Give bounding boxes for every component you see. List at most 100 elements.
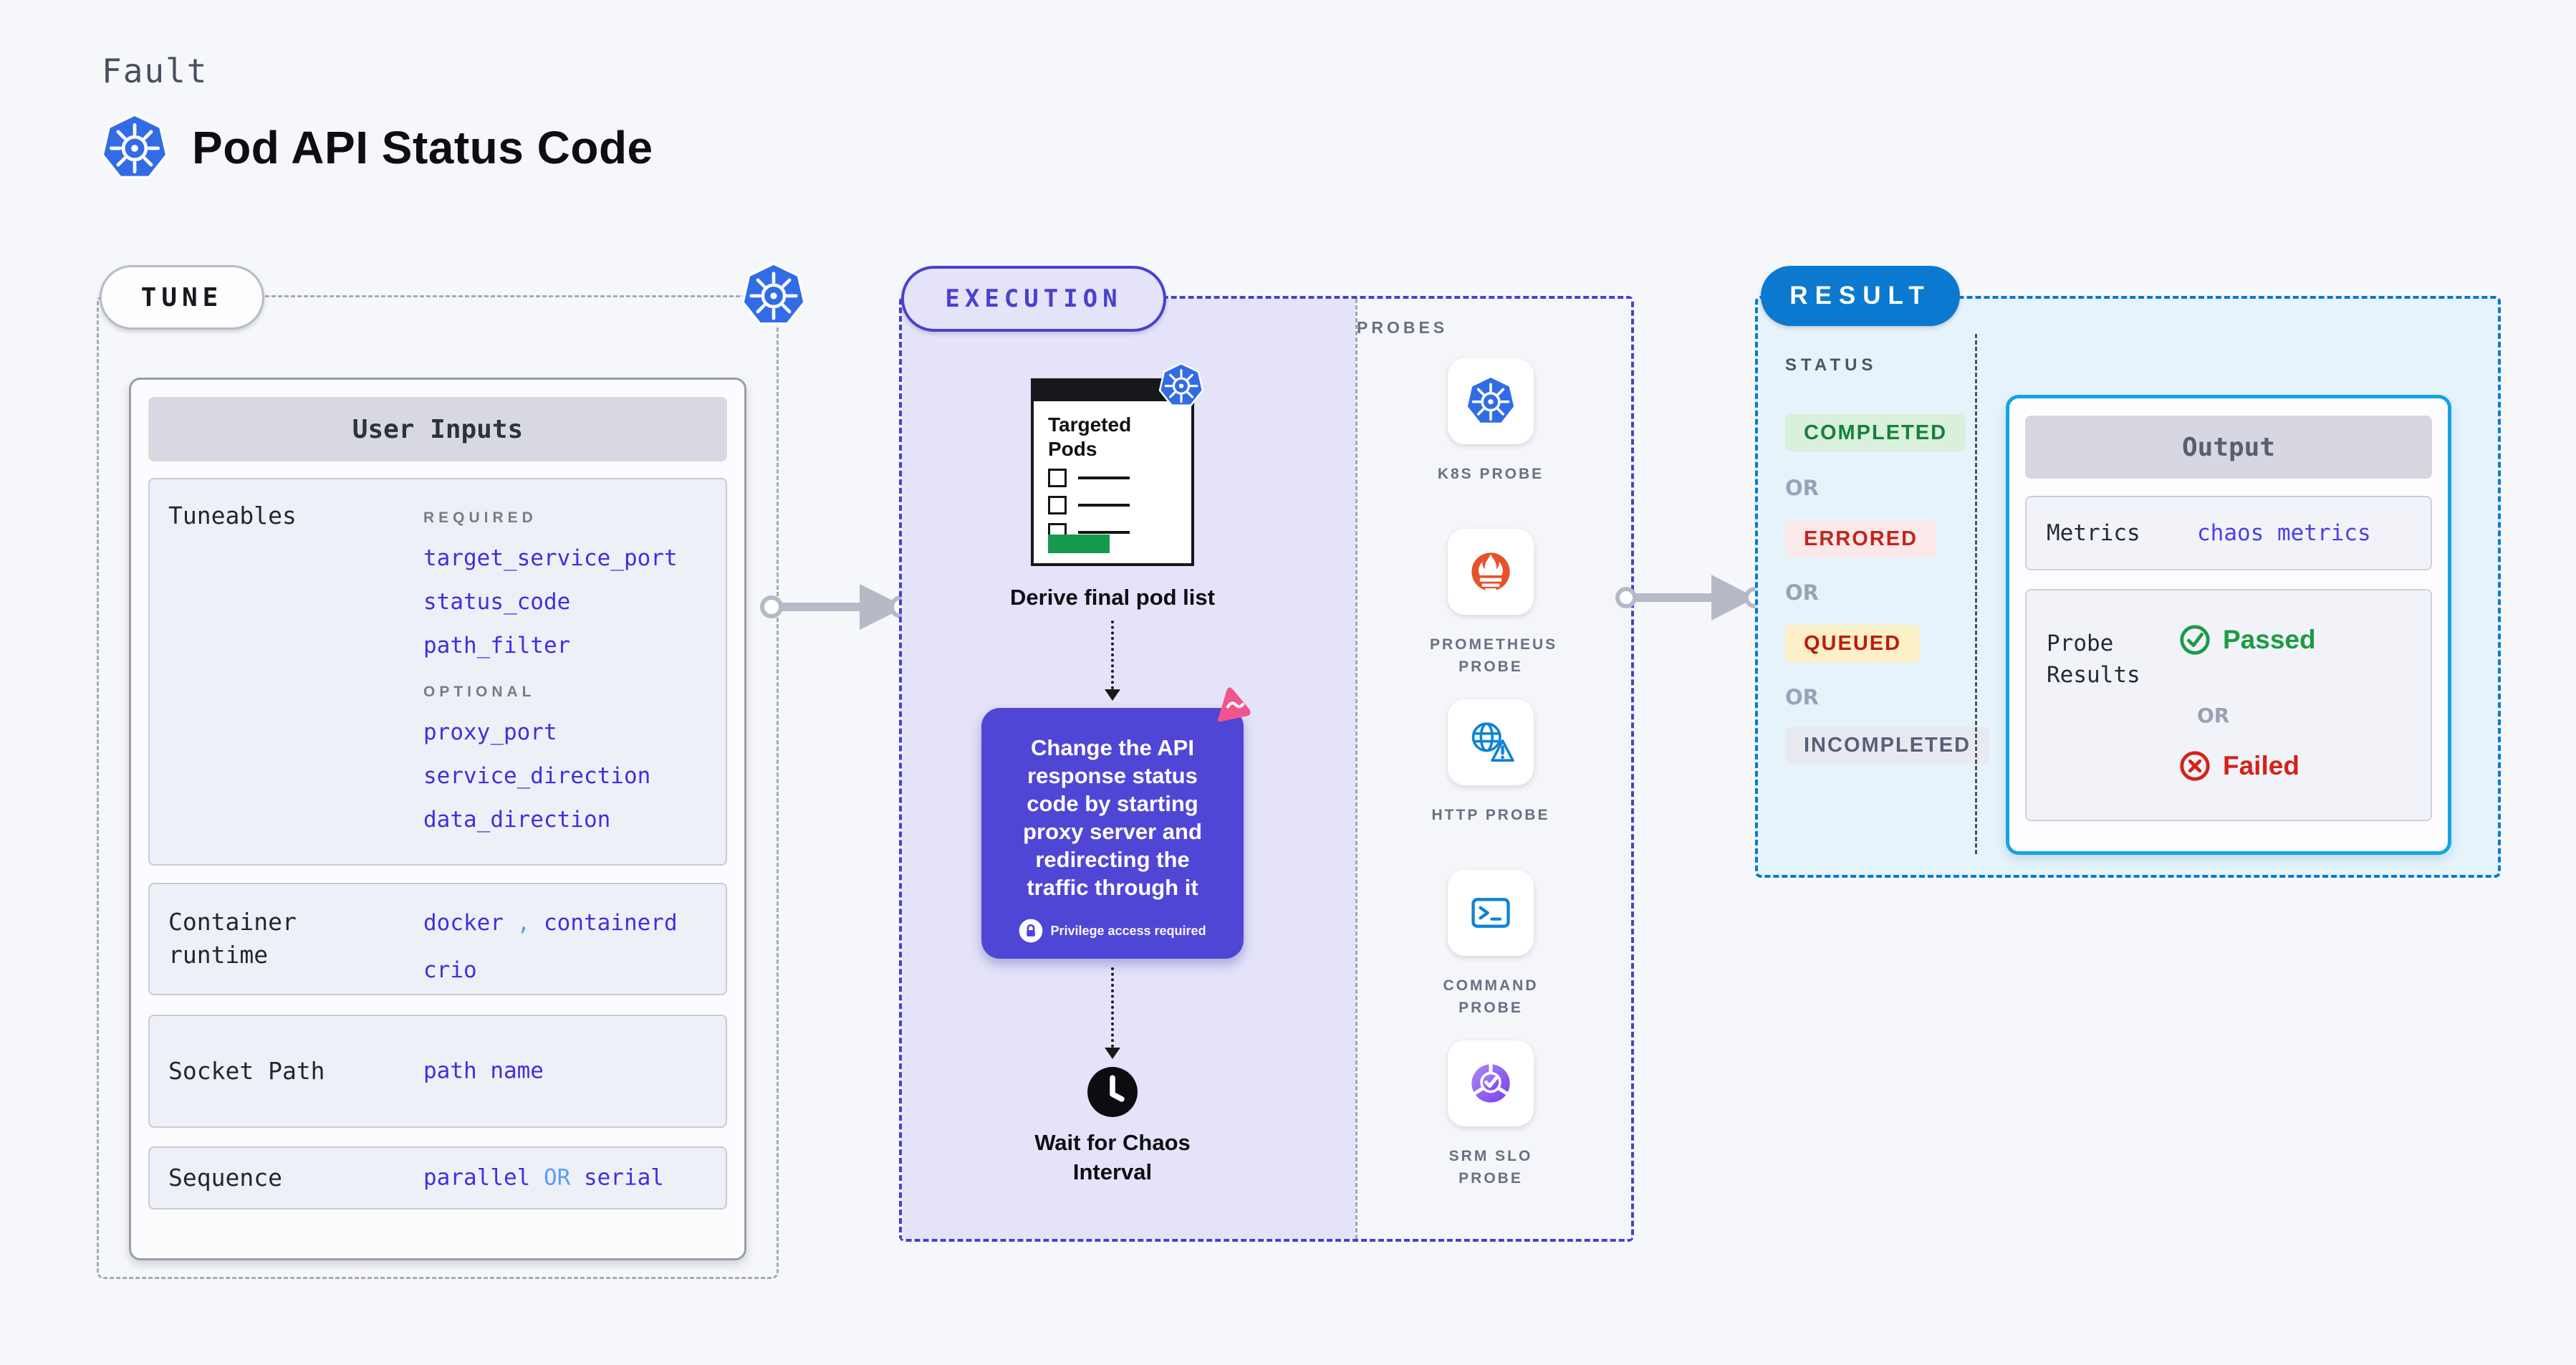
prometheus-icon bbox=[1471, 552, 1510, 593]
probe-label: HTTP PROBE bbox=[1431, 807, 1550, 823]
user-inputs-header: User Inputs bbox=[148, 397, 727, 461]
container-runtime-row: Container runtime docker , containerd cr… bbox=[148, 883, 727, 995]
sequence-value: parallel OR serial bbox=[423, 1156, 664, 1200]
probe-card-srm-slo bbox=[1448, 1040, 1534, 1126]
tuneable-value: service_direction bbox=[423, 763, 651, 789]
check-circle-icon bbox=[2180, 625, 2210, 655]
probe-label: K8S PROBE bbox=[1437, 466, 1544, 482]
result-badge-label: RESULT bbox=[1789, 282, 1931, 310]
result-badge: RESULT bbox=[1761, 266, 1960, 326]
page-title: Pod API Status Code bbox=[192, 122, 653, 173]
wait-chaos-caption: Wait for Chaos Interval bbox=[1034, 1130, 1191, 1184]
tuneable-value: path_filter bbox=[423, 633, 571, 658]
page-header: Pod API Status Code bbox=[100, 113, 653, 182]
runtime-value: docker bbox=[423, 910, 504, 936]
lock-icon bbox=[1019, 919, 1043, 943]
status-heading: STATUS bbox=[1785, 355, 1878, 375]
fault-action-box: Change the API response status code by s… bbox=[981, 708, 1244, 959]
result-divider bbox=[1975, 334, 1977, 854]
pod-list-rows bbox=[1048, 469, 1130, 542]
green-bar bbox=[1048, 535, 1110, 553]
checkbox-icon bbox=[1048, 496, 1067, 514]
tuneable-value: proxy_port bbox=[423, 719, 557, 745]
flow-arrow-execution-to-result bbox=[1615, 575, 1766, 621]
or-label: OR bbox=[2197, 704, 2230, 727]
metrics-row: Metrics chaos metrics bbox=[2025, 496, 2432, 570]
tuneable-value: target_service_port bbox=[423, 545, 678, 571]
kubernetes-icon bbox=[741, 262, 807, 328]
probe-results-label: Probe Results bbox=[2047, 631, 2140, 688]
dotted-connector bbox=[1111, 967, 1114, 1048]
status-badge-queued: QUEUED bbox=[1785, 625, 1921, 662]
runtime-value: containerd bbox=[544, 910, 678, 936]
targeted-pods-title: Targeted Pods bbox=[1048, 413, 1132, 460]
tune-panel bbox=[97, 295, 779, 1279]
passed-label: Passed bbox=[2223, 625, 2316, 654]
probes-heading: PROBES bbox=[1357, 318, 1448, 337]
probe-card-command bbox=[1448, 870, 1534, 956]
runtime-separator: , bbox=[516, 910, 531, 936]
sequence-or: OR bbox=[543, 1164, 571, 1191]
probe-card-prometheus bbox=[1448, 529, 1534, 615]
arrowhead-icon bbox=[1105, 689, 1120, 701]
targeted-pods-graphic: Targeted Pods bbox=[1031, 378, 1194, 566]
kubernetes-icon bbox=[1158, 363, 1204, 407]
runtime-value: crio bbox=[423, 957, 477, 983]
probe-label: SRM SLO PROBE bbox=[1448, 1148, 1533, 1187]
list-line bbox=[1078, 504, 1130, 507]
tuneables-label: Tuneables bbox=[168, 502, 297, 530]
flow-arrow-tune-to-execution bbox=[760, 584, 913, 630]
fault-eyebrow: Fault bbox=[102, 52, 208, 90]
metrics-label: Metrics bbox=[2047, 520, 2140, 546]
tune-badge-label: TUNE bbox=[140, 282, 224, 312]
failed-row: Failed bbox=[2178, 749, 2299, 782]
privilege-note: Privilege access required bbox=[1050, 923, 1206, 938]
arrowhead-icon bbox=[1105, 1048, 1120, 1059]
passed-row: Passed bbox=[2178, 623, 2316, 656]
output-card: Output Metrics chaos metrics Probe Resul… bbox=[2006, 395, 2451, 855]
tuneable-value: status_code bbox=[423, 589, 571, 615]
kubernetes-icon bbox=[100, 113, 169, 182]
fault-action-text: Change the API response status code by s… bbox=[1023, 735, 1202, 900]
failed-label: Failed bbox=[2223, 751, 2299, 780]
tuneables-values: REQUIRED target_service_port status_code… bbox=[423, 505, 678, 842]
privilege-row: Privilege access required bbox=[981, 919, 1244, 943]
list-line bbox=[1078, 476, 1130, 479]
probe-label: COMMAND PROBE bbox=[1443, 977, 1539, 1016]
probe-card-k8s bbox=[1448, 358, 1534, 444]
output-header: Output bbox=[2025, 416, 2432, 479]
terminal-icon bbox=[1471, 898, 1510, 928]
execution-badge-label: EXECUTION bbox=[945, 284, 1123, 313]
sequence-row: Sequence parallel OR serial bbox=[148, 1146, 727, 1210]
status-badge-completed: COMPLETED bbox=[1785, 414, 1966, 451]
metrics-value: chaos metrics bbox=[2197, 520, 2371, 546]
status-badge-incompleted: INCOMPLETED bbox=[1785, 727, 1990, 764]
execution-badge: EXECUTION bbox=[901, 266, 1166, 332]
x-circle-icon bbox=[2180, 751, 2210, 781]
checkbox-icon bbox=[1048, 469, 1067, 487]
or-label: OR bbox=[1785, 685, 1819, 709]
chaos-step-icon bbox=[1217, 687, 1251, 722]
tuneables-row: Tuneables REQUIRED target_service_port s… bbox=[148, 478, 727, 866]
socket-path-row: Socket Path path name bbox=[148, 1015, 727, 1128]
tuneable-value: data_direction bbox=[423, 807, 611, 833]
slo-pie-check-icon bbox=[1471, 1063, 1510, 1103]
required-label: REQUIRED bbox=[423, 509, 537, 526]
dotted-connector bbox=[1111, 621, 1114, 689]
sequence-label: Sequence bbox=[168, 1164, 282, 1192]
user-inputs-card: User Inputs Tuneables REQUIRED target_se… bbox=[129, 378, 746, 1260]
probe-results-row: Probe Results Passed OR Failed bbox=[2025, 589, 2432, 821]
http-globe-warning-icon bbox=[1471, 722, 1514, 762]
sequence-option: serial bbox=[583, 1164, 664, 1191]
kubernetes-icon bbox=[1465, 375, 1517, 425]
or-label: OR bbox=[1785, 476, 1819, 500]
derive-pod-list-caption: Derive final pod list bbox=[1010, 585, 1215, 610]
optional-label: OPTIONAL bbox=[423, 684, 536, 700]
probe-label: PROMETHEUS PROBE bbox=[1430, 636, 1558, 675]
or-label: OR bbox=[1785, 580, 1819, 605]
tune-badge: TUNE bbox=[100, 265, 264, 330]
socket-path-value: path name bbox=[423, 1058, 544, 1084]
probe-card-http bbox=[1448, 699, 1534, 785]
clock-icon bbox=[1087, 1067, 1138, 1117]
